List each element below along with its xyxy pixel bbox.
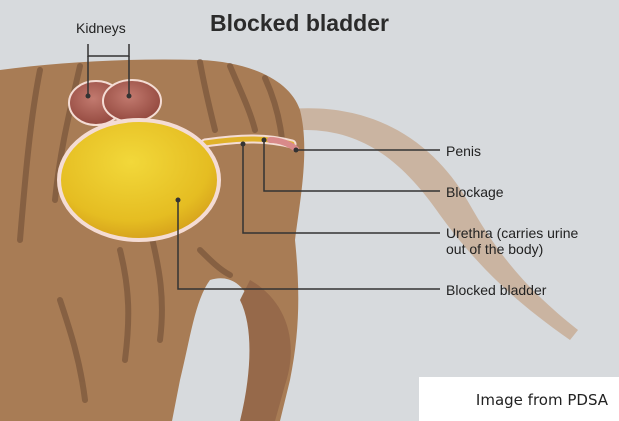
image-credit-box: Image from PDSA bbox=[419, 377, 619, 421]
bladder-shape bbox=[59, 120, 219, 240]
label-penis: Penis bbox=[446, 143, 481, 159]
label-blockage: Blockage bbox=[446, 184, 504, 200]
label-blocked-bladder: Blocked bladder bbox=[446, 282, 546, 298]
diagram-title: Blocked bladder bbox=[210, 10, 389, 37]
image-credit: Image from PDSA bbox=[476, 391, 608, 409]
kidneys-shape bbox=[69, 80, 161, 125]
label-urethra: Urethra (carries urine out of the body) bbox=[446, 225, 578, 257]
label-urethra-line1: Urethra (carries urine bbox=[446, 225, 578, 241]
label-urethra-line2: out of the body) bbox=[446, 241, 578, 257]
label-kidneys: Kidneys bbox=[76, 20, 126, 36]
